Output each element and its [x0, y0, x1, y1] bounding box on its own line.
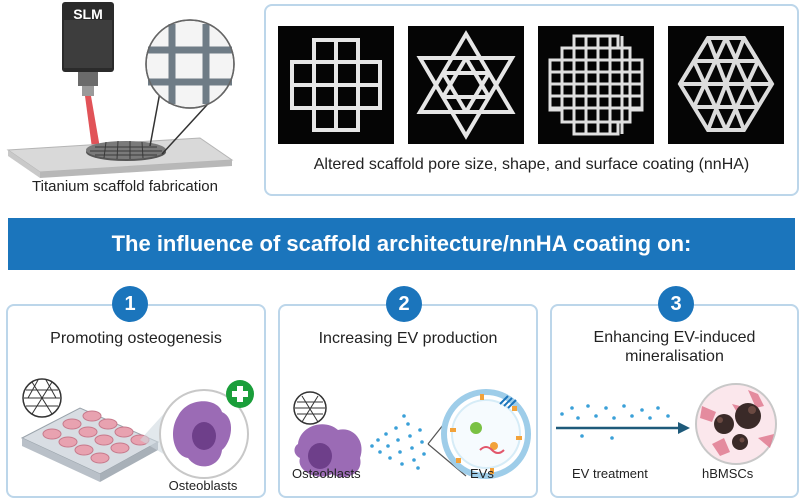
panel-3-ev-treatment-label: EV treatment — [572, 466, 648, 481]
panel-osteogenesis: Promoting osteogenesis Osteoblasts — [6, 304, 266, 498]
panel-2-osteoblasts-label: Osteoblasts — [292, 466, 361, 481]
slm-machine-illustration — [6, 2, 235, 178]
panel-ev-production: Increasing EV production — [278, 304, 538, 498]
ev-treatment-particles — [560, 404, 670, 440]
panel-2-title: Increasing EV production — [318, 330, 498, 347]
laser-beam — [85, 96, 100, 148]
scaffold-triangle-large — [408, 26, 524, 144]
panel-1-title: Promoting osteogenesis — [50, 330, 222, 347]
ev-particles — [370, 414, 426, 470]
scaffold-caption: Altered scaffold pore size, shape, and s… — [313, 156, 750, 173]
mineralisation-illustration — [556, 383, 777, 465]
panel-2-number-badge: 2 — [386, 286, 422, 322]
panel-2-evs-label: EVs — [470, 466, 494, 481]
panel-3-hbmscs-label: hBMSCs — [702, 466, 754, 481]
panel-1-number-badge: 1 — [112, 286, 148, 322]
panel-1-osteoblasts-label: Osteoblasts — [168, 478, 238, 493]
scaffold-square-large — [278, 26, 394, 144]
panel-3-number-badge: 3 — [658, 286, 694, 322]
fabrication-caption: Titanium scaffold fabrication — [32, 178, 218, 195]
scaffold-triangle-small — [668, 26, 784, 144]
slm-label: SLM — [73, 6, 103, 22]
hbmsc-circle — [695, 383, 777, 465]
ev-production-illustration — [293, 389, 531, 479]
influence-banner: The influence of scaffold architecture/n… — [8, 218, 795, 270]
fabrication-illustration: SLM Titanium scaffold fabrication — [0, 0, 250, 210]
panel-3-title: Enhancing EV-induced mineralisation — [593, 329, 756, 365]
panel-ev-mineralisation: Enhancing EV-induced mineralisation EV t… — [550, 304, 799, 498]
scaffold-square-small — [538, 26, 654, 144]
scaffold-architectures-panel: Altered scaffold pore size, shape, and s… — [264, 4, 799, 196]
osteogenesis-illustration — [20, 378, 254, 482]
